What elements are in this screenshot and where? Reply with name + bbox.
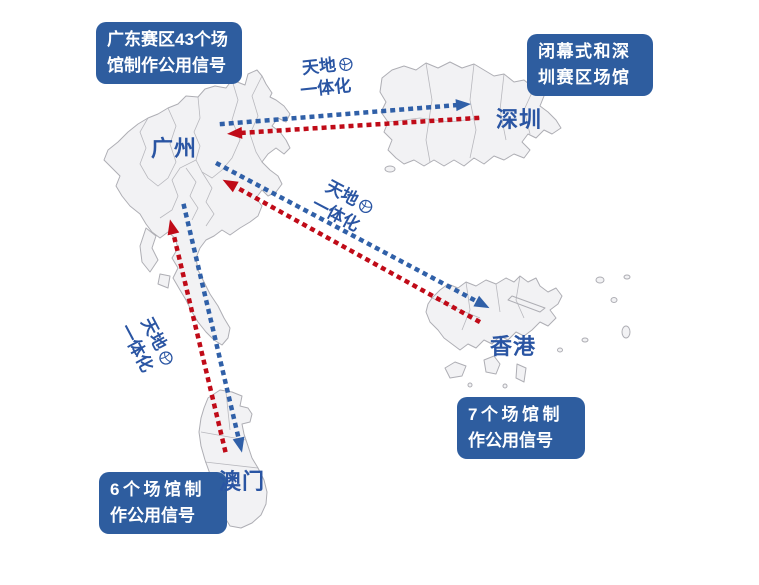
satellite-globe-icon bbox=[159, 351, 173, 365]
map-hk-islet-3 bbox=[623, 274, 631, 280]
arrow-hongkong-to-guangzhou-red bbox=[222, 179, 482, 325]
map-hk-island-3 bbox=[515, 363, 527, 383]
callout-line: 馆制作公用信号 bbox=[107, 56, 226, 75]
callout-line: 7个场馆制 bbox=[468, 405, 563, 424]
land-shapes bbox=[103, 61, 631, 529]
map-island-small bbox=[384, 165, 396, 173]
map-guangdong-west bbox=[103, 69, 291, 346]
callout-line: 作公用信号 bbox=[468, 431, 553, 450]
map-hk-islet-4 bbox=[621, 325, 631, 339]
callout-closing-ceremony: 闭幕式和深 圳赛区场馆 bbox=[527, 34, 653, 96]
callout-guangdong-venues: 广东赛区43个场 馆制作公用信号 bbox=[96, 22, 242, 84]
satellite-globe-icon bbox=[339, 57, 353, 71]
map-hongkong bbox=[425, 275, 563, 351]
map-hk-island-2 bbox=[483, 355, 501, 375]
map-hk-sliver-island bbox=[507, 295, 546, 313]
map-hk-islet-2 bbox=[610, 297, 618, 303]
callout-line: 广东赛区43个场 bbox=[107, 30, 228, 49]
satellite-label-line1: 天地 bbox=[136, 314, 180, 370]
arrow-macau-to-guangzhou-red bbox=[167, 219, 228, 453]
city-label-macau: 澳门 bbox=[219, 469, 266, 494]
callout-hongkong-venues: 7个场馆制 作公用信号 bbox=[457, 397, 585, 459]
map-hk-island-1 bbox=[444, 361, 467, 379]
arrow-guangzhou-to-macau-blue bbox=[181, 203, 245, 453]
satellite-label-macau-link: 天地 一体化 bbox=[116, 314, 179, 381]
map-macau-zhuhai bbox=[198, 389, 268, 529]
callout-line: 圳赛区场馆 bbox=[538, 68, 631, 87]
callout-macau-venues: 6个场馆制 作公用信号 bbox=[99, 472, 227, 534]
map-hk-islet-5 bbox=[557, 347, 563, 353]
map-west-bank-1 bbox=[139, 227, 159, 273]
arrow-guangzhou-to-shenzhen-blue bbox=[219, 99, 471, 127]
map-hk-islet-8 bbox=[502, 383, 508, 389]
city-label-guangzhou: 广州 bbox=[151, 136, 198, 161]
callout-line: 6个场馆制 bbox=[110, 480, 205, 499]
map-hk-islet-1 bbox=[595, 276, 605, 284]
district-borders bbox=[139, 62, 535, 469]
arrow-shenzhen-to-guangzhou-red bbox=[227, 115, 480, 139]
satellite-globe-icon bbox=[359, 199, 373, 214]
city-label-hongkong: 香港 bbox=[490, 334, 537, 359]
signal-arrows bbox=[167, 99, 490, 453]
map-hk-islet-6 bbox=[581, 337, 589, 343]
callout-line: 作公用信号 bbox=[110, 506, 195, 525]
callout-line: 闭幕式和深 bbox=[538, 42, 631, 61]
satellite-label-shenzhen-link: 天地 一体化 bbox=[299, 53, 357, 102]
satellite-label-line1: 天地 bbox=[322, 176, 378, 220]
satellite-label-hongkong-link: 天地 一体化 bbox=[309, 176, 378, 239]
satellite-label-line1: 天地 bbox=[301, 53, 355, 80]
map-shenzhen-east bbox=[379, 61, 562, 167]
map-hk-islet-7 bbox=[467, 382, 473, 388]
map-west-bank-2 bbox=[157, 273, 171, 289]
arrow-guangzhou-to-hongkong-blue bbox=[214, 160, 490, 309]
city-label-shenzhen: 深圳 bbox=[496, 107, 543, 132]
